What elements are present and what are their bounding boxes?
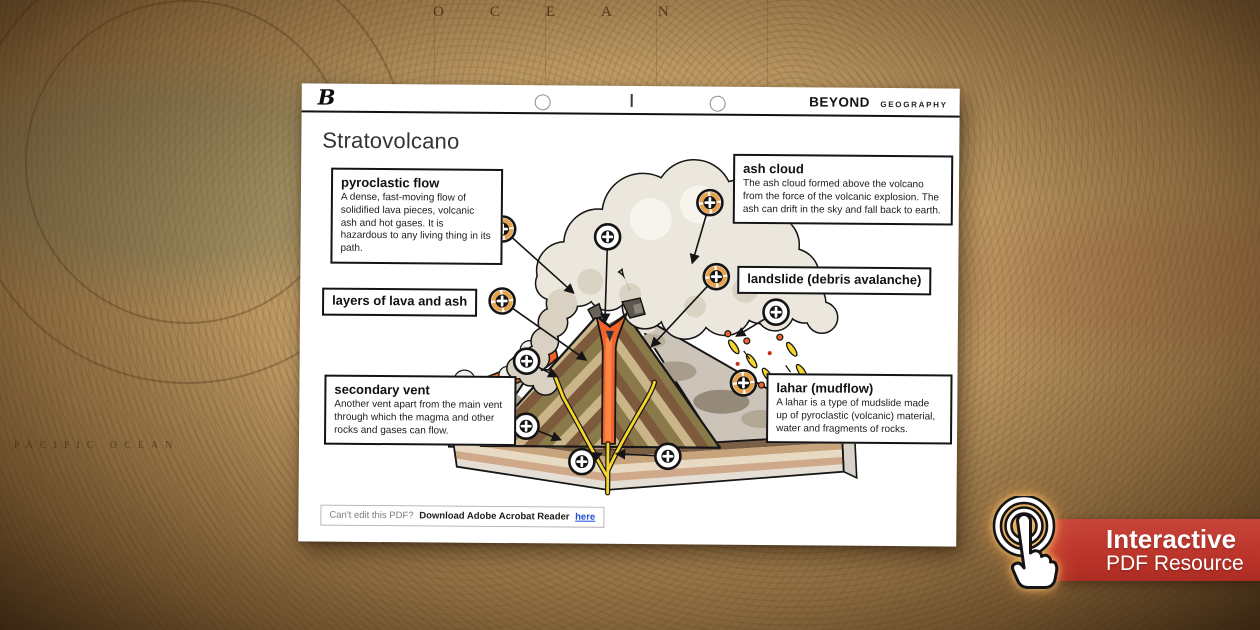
label-box-pyroclastic-flow: pyroclastic flow A dense, fast-moving fl… bbox=[330, 167, 504, 265]
label-body: The ash cloud formed above the volcano f… bbox=[742, 177, 941, 217]
label-title: pyroclastic flow bbox=[340, 174, 440, 191]
pdf-page: B BEYOND GEOGRAPHY Stratovolcano bbox=[298, 83, 960, 547]
label-title: landslide (debris avalanche) bbox=[747, 270, 922, 288]
label-body: A dense, fast-moving flow of solidified … bbox=[340, 191, 491, 255]
hotspot-marker[interactable] bbox=[512, 347, 541, 375]
label-box-landslide: landslide (debris avalanche) bbox=[737, 265, 932, 296]
page-header: B BEYOND GEOGRAPHY bbox=[301, 83, 960, 118]
label-box-secondary-vent: secondary vent Another vent apart from t… bbox=[323, 374, 517, 447]
label-title: ash cloud bbox=[743, 160, 804, 177]
label-body: Another vent apart from the main vent th… bbox=[334, 398, 503, 437]
connector-line bbox=[501, 300, 588, 361]
connector-line bbox=[650, 276, 717, 348]
interactive-banner: Interactive PDF Resource bbox=[992, 494, 1260, 589]
magma-conduit-drawing bbox=[587, 297, 646, 445]
page-title: Stratovolcano bbox=[322, 127, 460, 154]
punch-hole-icon bbox=[534, 94, 551, 111]
banner-line1: Interactive bbox=[1106, 524, 1237, 554]
label-title: secondary vent bbox=[334, 381, 430, 398]
beyond-logo-icon: B bbox=[317, 84, 336, 110]
label-box-layers: layers of lava and ash bbox=[321, 287, 478, 317]
label-title: layers of lava and ash bbox=[332, 292, 468, 309]
hotspot-marker[interactable] bbox=[593, 223, 622, 251]
hotspot-marker[interactable] bbox=[488, 287, 516, 315]
brand-beyond: BEYOND bbox=[809, 94, 870, 110]
label-body: A lahar is a type of mudslide made up of… bbox=[776, 397, 936, 435]
hotspot-marker[interactable] bbox=[762, 298, 790, 326]
hotspot-overlay bbox=[488, 188, 790, 476]
acrobat-note-bold: Download Adobe Acrobat Reader bbox=[419, 510, 570, 523]
acrobat-download-link[interactable]: here bbox=[575, 511, 596, 523]
connector-line bbox=[502, 228, 575, 294]
header-divider bbox=[630, 94, 633, 108]
hotspot-marker[interactable] bbox=[729, 369, 758, 397]
label-box-ash-cloud: ash cloud The ash cloud formed above the… bbox=[732, 153, 954, 226]
punch-hole-icon bbox=[709, 95, 726, 112]
hotspot-marker[interactable] bbox=[512, 412, 540, 440]
acrobat-note-prefix: Can't edit this PDF? bbox=[329, 509, 414, 522]
hotspot-marker[interactable] bbox=[654, 442, 682, 471]
label-title: lahar (mudflow) bbox=[776, 380, 874, 396]
acrobat-note: Can't edit this PDF? Download Adobe Acro… bbox=[320, 504, 605, 528]
brand-geography: GEOGRAPHY bbox=[880, 99, 948, 110]
hotspot-marker[interactable] bbox=[702, 262, 731, 291]
banner-line2: PDF Resource bbox=[1106, 552, 1244, 575]
tap-hand-icon bbox=[988, 494, 1072, 596]
brand-wordmark: BEYOND GEOGRAPHY bbox=[809, 93, 948, 112]
hotspot-marker[interactable] bbox=[696, 188, 724, 217]
secondary-vent-drawing bbox=[552, 374, 658, 496]
label-box-lahar: lahar (mudflow) A lahar is a type of mud… bbox=[765, 373, 953, 445]
hotspot-marker[interactable] bbox=[568, 447, 596, 476]
